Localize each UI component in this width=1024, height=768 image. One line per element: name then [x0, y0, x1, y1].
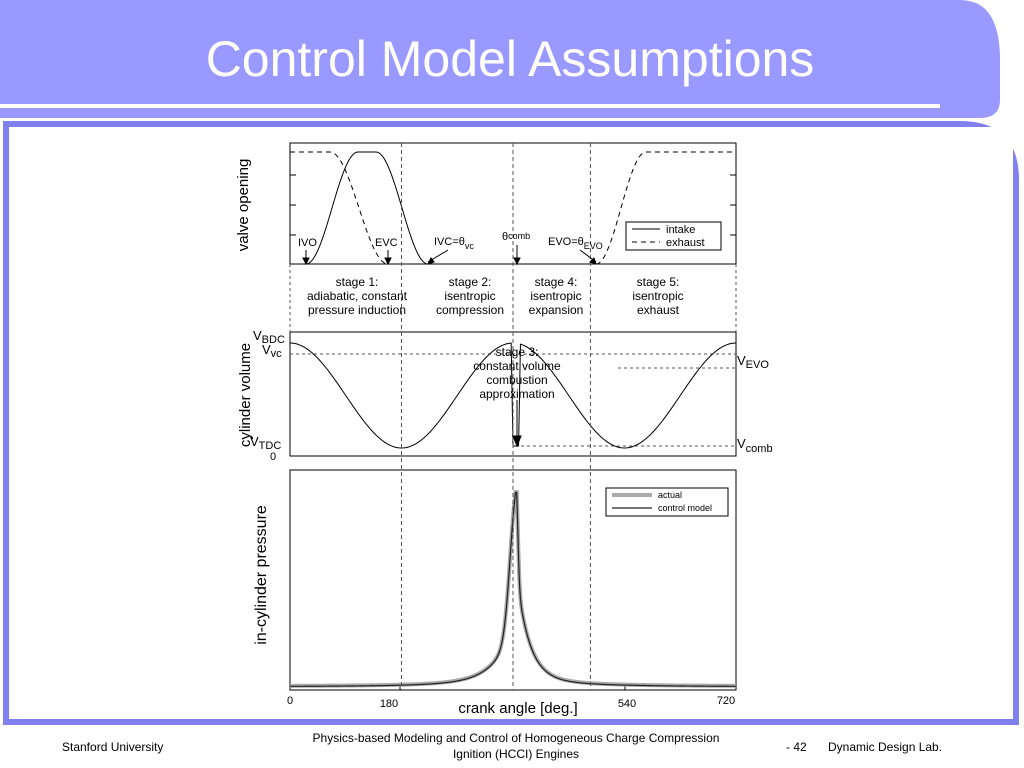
pressure-ylabel: in-cylinder pressure	[253, 505, 270, 645]
x-tick-180: 180	[380, 698, 398, 710]
slide-header-band	[0, 0, 1000, 118]
ivc-arrow-head	[427, 257, 435, 265]
valve-arrows	[302, 245, 597, 448]
x-axis-label: crank angle [deg.]	[458, 700, 577, 717]
theta-comb-label: θcomb	[502, 231, 530, 243]
header-underline	[0, 104, 940, 108]
stage1-line2: adiabatic, constant	[307, 289, 408, 303]
legend-actual-label: actual	[658, 490, 682, 500]
stage4-line3: expansion	[529, 303, 584, 317]
footer-center-line2: Ignition (HCCI) Engines	[452, 747, 580, 761]
stage-labels: stage 1: adiabatic, constant pressure in…	[307, 275, 684, 401]
stage3-line3: combustion	[486, 373, 547, 387]
stage2-line1: stage 2:	[449, 275, 492, 289]
v-bdc-label: VBDC	[253, 328, 285, 346]
valve-opening-ylabel: valve opening	[235, 159, 252, 252]
evc-label: EVC	[375, 237, 398, 249]
stage4-line1: stage 4:	[535, 275, 578, 289]
legend-exhaust-label: exhaust	[666, 237, 705, 249]
evo-arrow-head	[589, 257, 597, 265]
stage3-line2: constant volume	[473, 359, 561, 373]
stage2-line3: compression	[436, 303, 504, 317]
stage2-line2: isentropic	[444, 289, 495, 303]
evc-arrow-head	[384, 257, 392, 266]
ivc-label: IVC=θvc	[434, 236, 474, 251]
stage3-arrow-head	[512, 435, 522, 448]
footer-page-number: - 42	[786, 740, 807, 754]
legend-model-label: control model	[658, 503, 712, 513]
x-tick-540: 540	[618, 698, 636, 710]
exhaust-curve-2	[595, 151, 736, 265]
cylinder-volume-ylabel: cylinder volume	[237, 343, 254, 447]
v-zero-label: 0	[270, 451, 276, 463]
content-area	[9, 127, 1013, 719]
stage1-line3: pressure induction	[308, 303, 406, 317]
ivo-arrow-head	[302, 257, 310, 266]
x-tick-0: 0	[287, 695, 293, 707]
stage5-line3: exhaust	[637, 303, 680, 317]
evo-label: EVO=θEVO	[548, 236, 603, 251]
v-evo-label: VEVO	[737, 353, 769, 371]
v-tdc-label: VTDC	[250, 434, 281, 452]
ivo-label: IVO	[298, 237, 317, 249]
footer-left: Stanford University	[62, 740, 164, 754]
slide-title: Control Model Assumptions	[205, 31, 815, 87]
crank-angle-markers	[401, 143, 591, 690]
valve-legend-box	[625, 221, 722, 251]
stage5-line2: isentropic	[632, 289, 683, 303]
footer-right: Dynamic Design Lab.	[828, 740, 943, 754]
footer-center-line1: Physics-based Modeling and Control of Ho…	[312, 731, 720, 745]
v-vc-label: Vvc	[262, 342, 282, 360]
v-comb-label: Vcomb	[737, 436, 773, 455]
stage3-line1: stage 3:	[496, 345, 539, 359]
x-tick-720: 720	[717, 695, 735, 707]
stage4-line2: isentropic	[530, 289, 581, 303]
stage5-line1: stage 5:	[637, 275, 680, 289]
intake-curve	[305, 151, 429, 265]
stage1-line1: stage 1:	[336, 275, 379, 289]
legend-intake-label: intake	[666, 224, 695, 236]
stage3-line4: approximation	[479, 387, 554, 401]
pressure-legend-box	[605, 487, 729, 517]
comb-arrow-head	[513, 257, 521, 266]
